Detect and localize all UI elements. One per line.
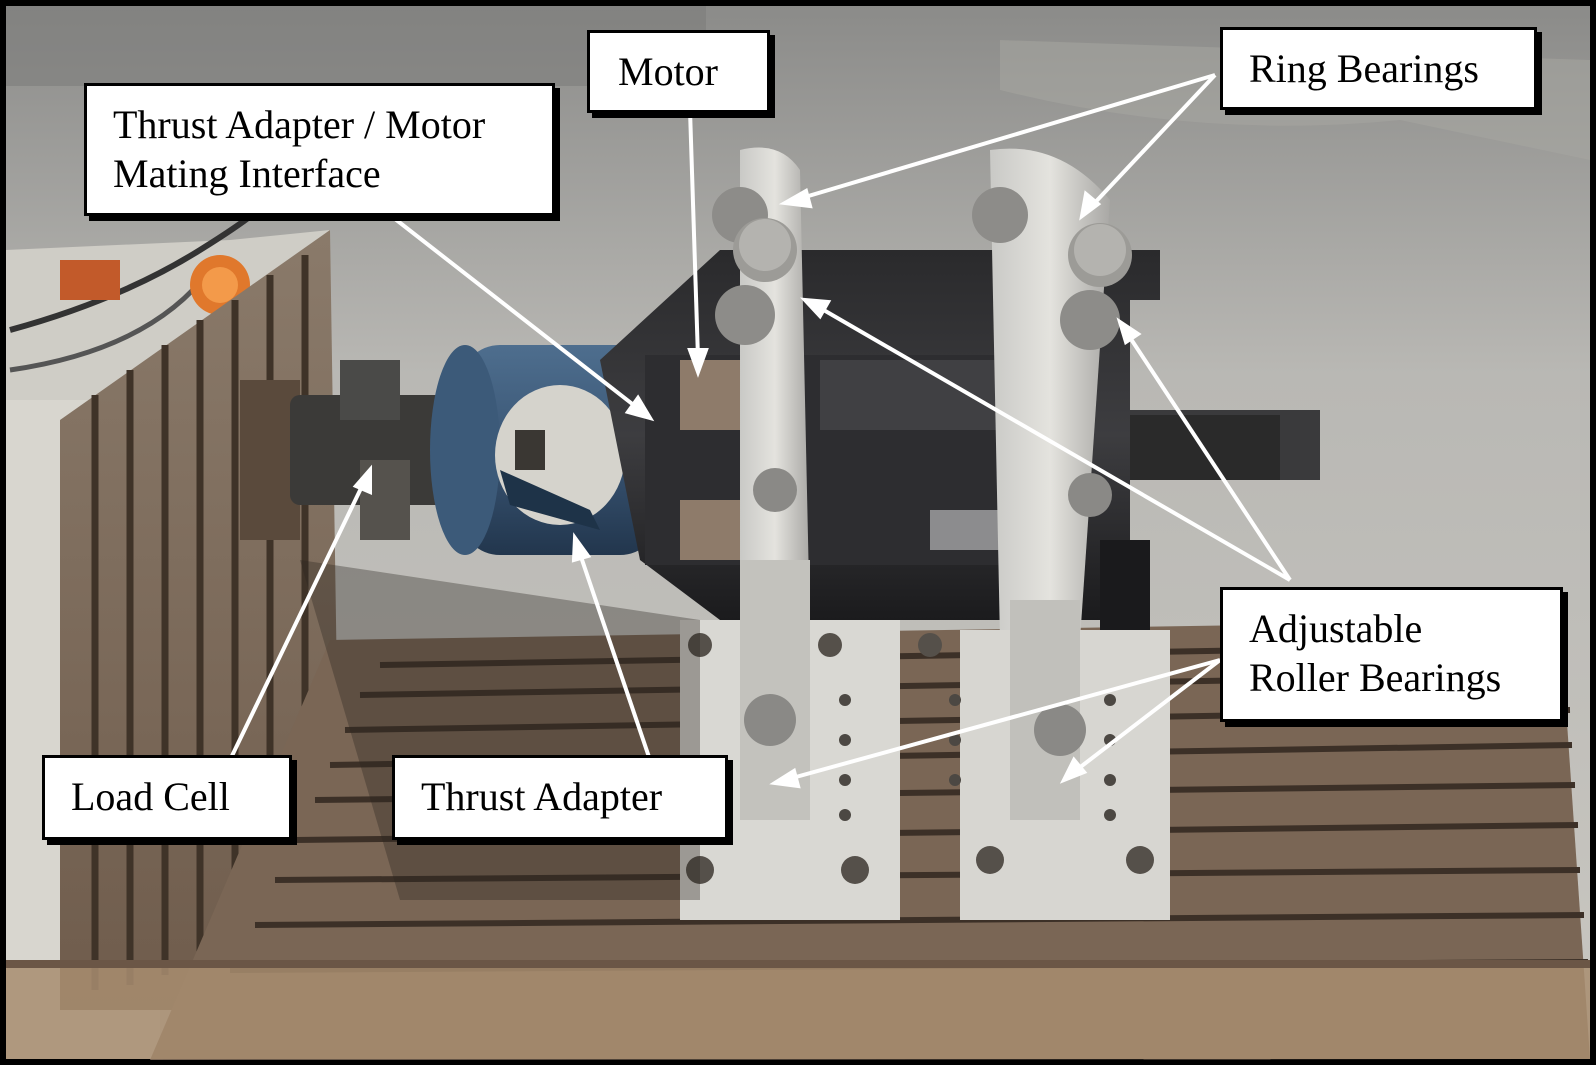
thrust-adapter-interface-label: Thrust Adapter / Motor Mating Interface [84, 83, 555, 216]
motor-label: Motor [587, 30, 770, 113]
load-cell-label-text: Load Cell [71, 774, 230, 819]
ring-bearings-label: Ring Bearings [1220, 27, 1537, 110]
motor-label-text: Motor [618, 49, 718, 94]
thrust-adapter-label-text: Thrust Adapter [421, 774, 663, 819]
adjustable-roller-bearings-label: Adjustable Roller Bearings [1220, 587, 1563, 722]
thrust-adapter-label: Thrust Adapter [392, 755, 728, 840]
adjustable-roller-line2: Roller Bearings [1249, 655, 1502, 700]
ring-bearings-label-text: Ring Bearings [1249, 46, 1479, 91]
load-cell-label: Load Cell [42, 755, 292, 840]
thrust-adapter-interface-line1: Thrust Adapter / Motor [113, 102, 486, 147]
adjustable-roller-line1: Adjustable [1249, 606, 1423, 651]
thrust-adapter-interface-line2: Mating Interface [113, 151, 381, 196]
